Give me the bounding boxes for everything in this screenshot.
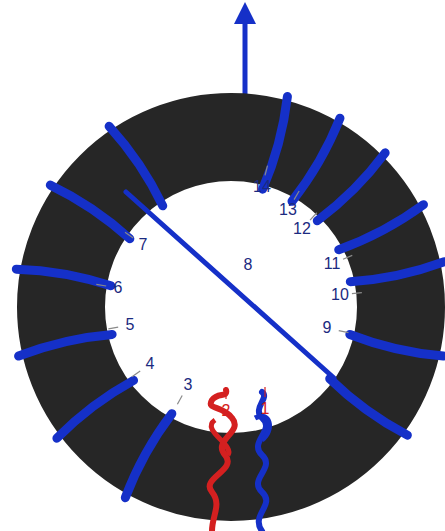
winding-turn	[330, 379, 408, 435]
callout-number: 14	[253, 179, 271, 195]
winding-turn	[263, 96, 288, 189]
callout-number: 8	[244, 257, 253, 273]
callout-number: 3	[184, 377, 193, 393]
callout-number: 10	[331, 287, 349, 303]
leader-line	[294, 191, 299, 200]
callout-number: 6	[114, 280, 123, 296]
callout-number: 2	[222, 403, 231, 419]
lead-wires	[210, 390, 270, 531]
leader-line	[343, 255, 352, 259]
leader-line	[339, 331, 349, 333]
callout-number: 4	[146, 356, 155, 372]
callout-number: 7	[139, 237, 148, 253]
winding-turn	[350, 334, 444, 356]
winding-turn	[339, 205, 424, 250]
arrow	[234, 2, 256, 100]
winding-turn	[292, 118, 340, 201]
callout-number: 13	[279, 202, 297, 218]
winding-turn	[50, 185, 130, 239]
toroid-core	[61, 137, 401, 477]
winding-turn	[19, 334, 113, 356]
leader-line	[177, 396, 182, 405]
callout-number: 9	[323, 320, 332, 336]
winding-turn	[350, 262, 444, 282]
leader-line	[125, 232, 133, 238]
leader-line	[264, 387, 265, 397]
winding-turn	[109, 126, 163, 206]
callout-number: 12	[293, 221, 311, 237]
leader-line	[225, 389, 226, 399]
leader-line	[310, 213, 317, 220]
leader-line	[265, 166, 268, 176]
winding-turn	[57, 380, 134, 438]
leader-line	[132, 371, 140, 377]
callout-number: 1	[261, 401, 270, 417]
winding-turn	[125, 414, 172, 498]
winding-turn	[16, 269, 111, 286]
leader-line	[352, 293, 362, 294]
callout-number: 5	[126, 317, 135, 333]
leader-line	[108, 327, 118, 329]
winding-turn	[317, 153, 385, 221]
callout-number: 11	[324, 256, 341, 272]
leader-line	[96, 284, 106, 286]
cross-wire	[126, 192, 334, 378]
leader-lines	[96, 166, 362, 405]
